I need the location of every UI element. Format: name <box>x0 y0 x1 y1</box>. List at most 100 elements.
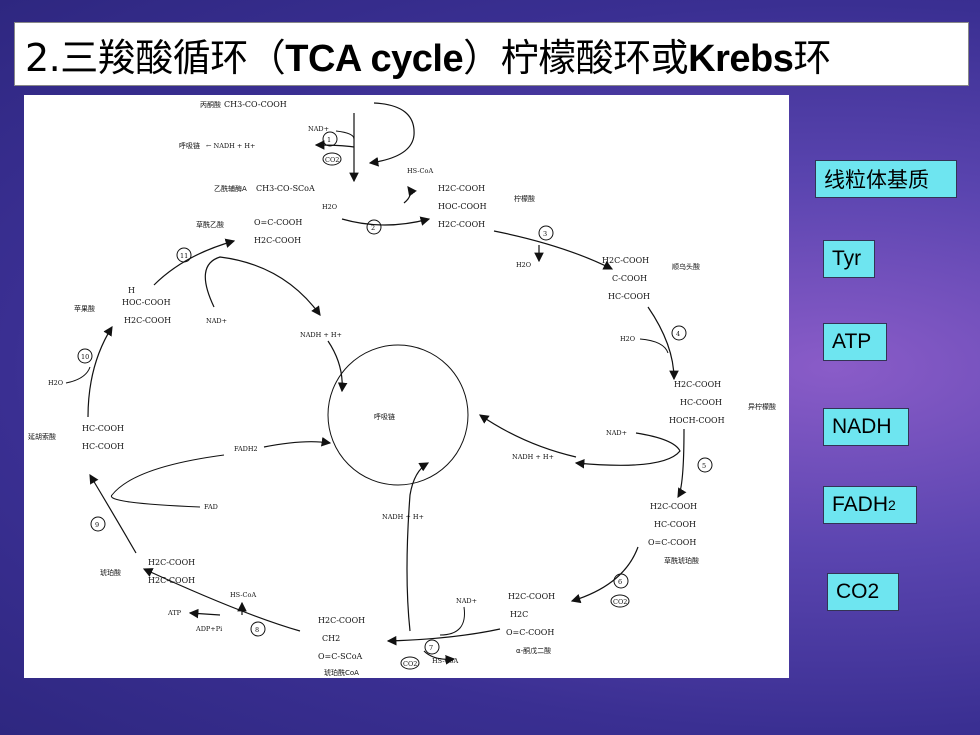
succoa-mid: CH2 <box>322 634 340 643</box>
nadh-to-chain-5 <box>479 414 577 458</box>
citrate-top: H2C-COOH <box>438 184 485 193</box>
tca-cycle-svg: 呼吸链 丙酮酸 CH3-CO-COOH NAD+ 呼吸链 ← NADH + H+… <box>28 100 776 677</box>
step-10-arrow <box>87 325 113 418</box>
title-krebs: Krebs <box>688 37 794 80</box>
nadh-h-11: NADH + H+ <box>300 331 342 339</box>
step-3-circle <box>538 225 554 241</box>
succinate-bot: H2C-COOH <box>148 576 195 585</box>
hscoa-loop-arrow <box>368 102 415 167</box>
fumarate-top: HC-COOH <box>82 424 124 433</box>
hscoa-release-arrow <box>403 186 417 204</box>
fadh2-to-chain <box>263 436 332 448</box>
label-nadh: NADH <box>823 408 909 446</box>
step-8-label: 8 <box>255 626 259 634</box>
step-6-circle <box>613 573 629 589</box>
akg-bot: O=C-COOH <box>506 628 554 637</box>
malate-mid: HOC-COOH <box>122 298 171 307</box>
fad-curve-9 <box>110 454 225 508</box>
co2-6: CO2 <box>613 598 627 606</box>
hscoa-1: HS-CoA <box>407 167 433 175</box>
step-2-circle <box>366 219 382 235</box>
resp-chain-small: 呼吸链 <box>179 141 200 150</box>
step-6-label: 6 <box>618 578 622 586</box>
atp-out-8 <box>188 608 221 619</box>
step-11-circle <box>176 247 192 263</box>
pyruvate-formula: CH3-CO-COOH <box>224 100 287 109</box>
cis-top: H2C-COOH <box>602 256 649 265</box>
malate-bot: H2C-COOH <box>124 316 171 325</box>
fadh2-base: FADH <box>832 493 889 516</box>
nad-plus-11: NAD+ <box>206 317 227 325</box>
title-suffix: 环 <box>793 35 831 80</box>
h2o-in-arrow <box>639 338 669 354</box>
label-atp: ATP <box>823 323 887 361</box>
step-5-circle <box>697 457 713 473</box>
h2o-in-10 <box>65 366 91 384</box>
oxaloacetate-label: 草酰乙酸 <box>196 220 224 229</box>
respiratory-chain-label: 呼吸链 <box>374 412 395 421</box>
step-11-arrow <box>153 238 236 286</box>
oxalosuccinate-label: 草酰琥珀酸 <box>664 556 699 565</box>
fad-9: FAD <box>204 503 218 511</box>
step-11-label: 11 <box>180 252 188 260</box>
co2-6-ellipse <box>610 594 630 608</box>
title-mid: ）柠檬酸环或 <box>463 35 689 80</box>
step-4-arrow <box>647 306 679 381</box>
pyruvate-label: 丙酮酸 <box>200 100 221 109</box>
slide-title: 2.三羧酸循环（TCA cycle）柠檬酸环或Krebs环 <box>25 27 831 82</box>
nad-in-7 <box>439 606 465 636</box>
nadh-to-chain-7 <box>406 462 430 632</box>
fadh2-sub: 2 <box>888 497 896 513</box>
step-3-arrow <box>493 230 614 270</box>
nadh-h-5: NADH + H+ <box>512 453 554 461</box>
cis-bot: HC-COOH <box>608 292 650 301</box>
title-prefix: 2.三羧酸循环（ <box>25 35 286 80</box>
h2o-10: H2O <box>48 379 63 387</box>
nad-curve-11 <box>204 256 321 316</box>
nad-plus-7: NAD+ <box>456 597 477 605</box>
hscoa-8: HS-CoA <box>230 591 256 599</box>
succinyl-coa-label: 琥珀酰CoA <box>324 668 359 677</box>
h2o-2: H2O <box>516 261 531 269</box>
oxs-top: H2C-COOH <box>650 502 697 511</box>
step-5-arrow <box>677 428 687 499</box>
fadh2-9: FADH2 <box>234 445 258 453</box>
nad-arrow-1 <box>335 130 355 140</box>
adp-pi-8: ADP+Pi <box>195 625 222 633</box>
fumarate-bot: HC-COOH <box>82 442 124 451</box>
hscoa-out-7 <box>423 650 456 665</box>
citrate-label: 柠檬酸 <box>514 194 535 203</box>
co2-1-ellipse <box>322 152 342 166</box>
step-2-arrow <box>341 216 431 226</box>
nadh-out-5 <box>574 432 681 469</box>
co2-1: CO2 <box>325 156 339 164</box>
iso-bot: HOCH-COOH <box>669 416 725 425</box>
oxs-mid: HC-COOH <box>654 520 696 529</box>
acetyl-coa-formula: CH3-CO-SCoA <box>256 184 315 193</box>
citrate-bot: H2C-COOH <box>438 220 485 229</box>
nad-plus-1: NAD+ <box>308 125 329 133</box>
succoa-bot: O=C-SCoA <box>318 652 363 661</box>
step-6-arrow <box>570 546 639 604</box>
step-4-label: 4 <box>676 330 680 338</box>
iso-mid: HC-COOH <box>680 398 722 407</box>
step-7-arrow <box>386 628 501 646</box>
akg-label: α-酮戊二酸 <box>516 646 551 655</box>
title-tca: TCA cycle <box>285 37 464 80</box>
nadh-h-1: ← NADH + H+ <box>206 142 255 150</box>
step-9-arrow <box>89 473 137 554</box>
succinate-top: H2C-COOH <box>148 558 195 567</box>
label-co2: CO2 <box>827 573 899 611</box>
respiratory-chain-circle <box>327 344 469 486</box>
step-5-label: 5 <box>702 462 706 470</box>
co2-7: CO2 <box>403 660 417 668</box>
nad-plus-5: NAD+ <box>606 429 627 437</box>
step-3-label: 3 <box>543 230 547 238</box>
akg-mid: H2C <box>510 610 528 619</box>
co2-7-ellipse <box>400 656 420 670</box>
step-1-label: 1 <box>327 136 331 144</box>
step-10-label: 10 <box>81 353 89 361</box>
h2o-3: H2O <box>620 335 635 343</box>
title-bar: 2.三羧酸循环（TCA cycle）柠檬酸环或Krebs环 <box>14 22 969 86</box>
